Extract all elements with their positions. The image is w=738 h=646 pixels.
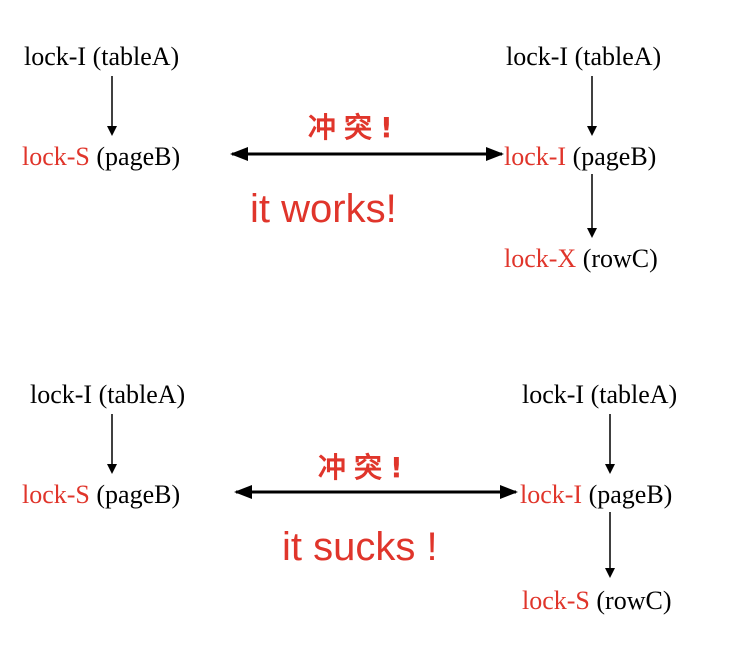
top-verdict: it works! <box>250 187 397 231</box>
bottom-right-page-lock-mode: lock-I <box>520 480 583 509</box>
top-right-row-lock: lock-X (rowC) <box>504 244 658 274</box>
top-left-page-lock: lock-S (pageB) <box>22 142 180 172</box>
bottom-right-row-lock-target: (rowC) <box>589 586 672 615</box>
top-right-page-lock-target: (pageB) <box>566 142 657 171</box>
top-right-row-lock-target: (rowC) <box>576 244 658 273</box>
bottom-right-row-lock-mode: lock-S <box>522 586 590 615</box>
bottom-right-table-lock: lock-I (tableA) <box>522 380 678 409</box>
bottom-right-page-lock-target: (pageB) <box>582 480 673 509</box>
top-conflict-label: 冲突! <box>308 111 401 144</box>
top-left-table-lock: lock-I (tableA) <box>24 42 180 71</box>
top-left-page-lock-mode: lock-S <box>22 142 90 171</box>
bottom-left-page-lock-mode: lock-S <box>22 480 90 509</box>
bottom-right-page-lock: lock-I (pageB) <box>520 480 672 510</box>
bottom-verdict: it sucks ! <box>282 525 438 569</box>
bottom-left-page-lock-target: (pageB) <box>89 480 181 509</box>
top-right-page-lock: lock-I (pageB) <box>504 142 656 172</box>
top-left-page-lock-target: (pageB) <box>89 142 181 171</box>
top-right-page-lock-mode: lock-I <box>504 142 567 171</box>
bottom-left-table-lock: lock-I (tableA) <box>30 380 186 409</box>
bottom-left-page-lock: lock-S (pageB) <box>22 480 180 510</box>
bottom-conflict-label: 冲突! <box>318 451 411 484</box>
bottom-right-row-lock: lock-S (rowC) <box>522 586 671 616</box>
top-right-table-lock: lock-I (tableA) <box>506 42 662 71</box>
top-right-row-lock-mode: lock-X <box>504 244 577 273</box>
